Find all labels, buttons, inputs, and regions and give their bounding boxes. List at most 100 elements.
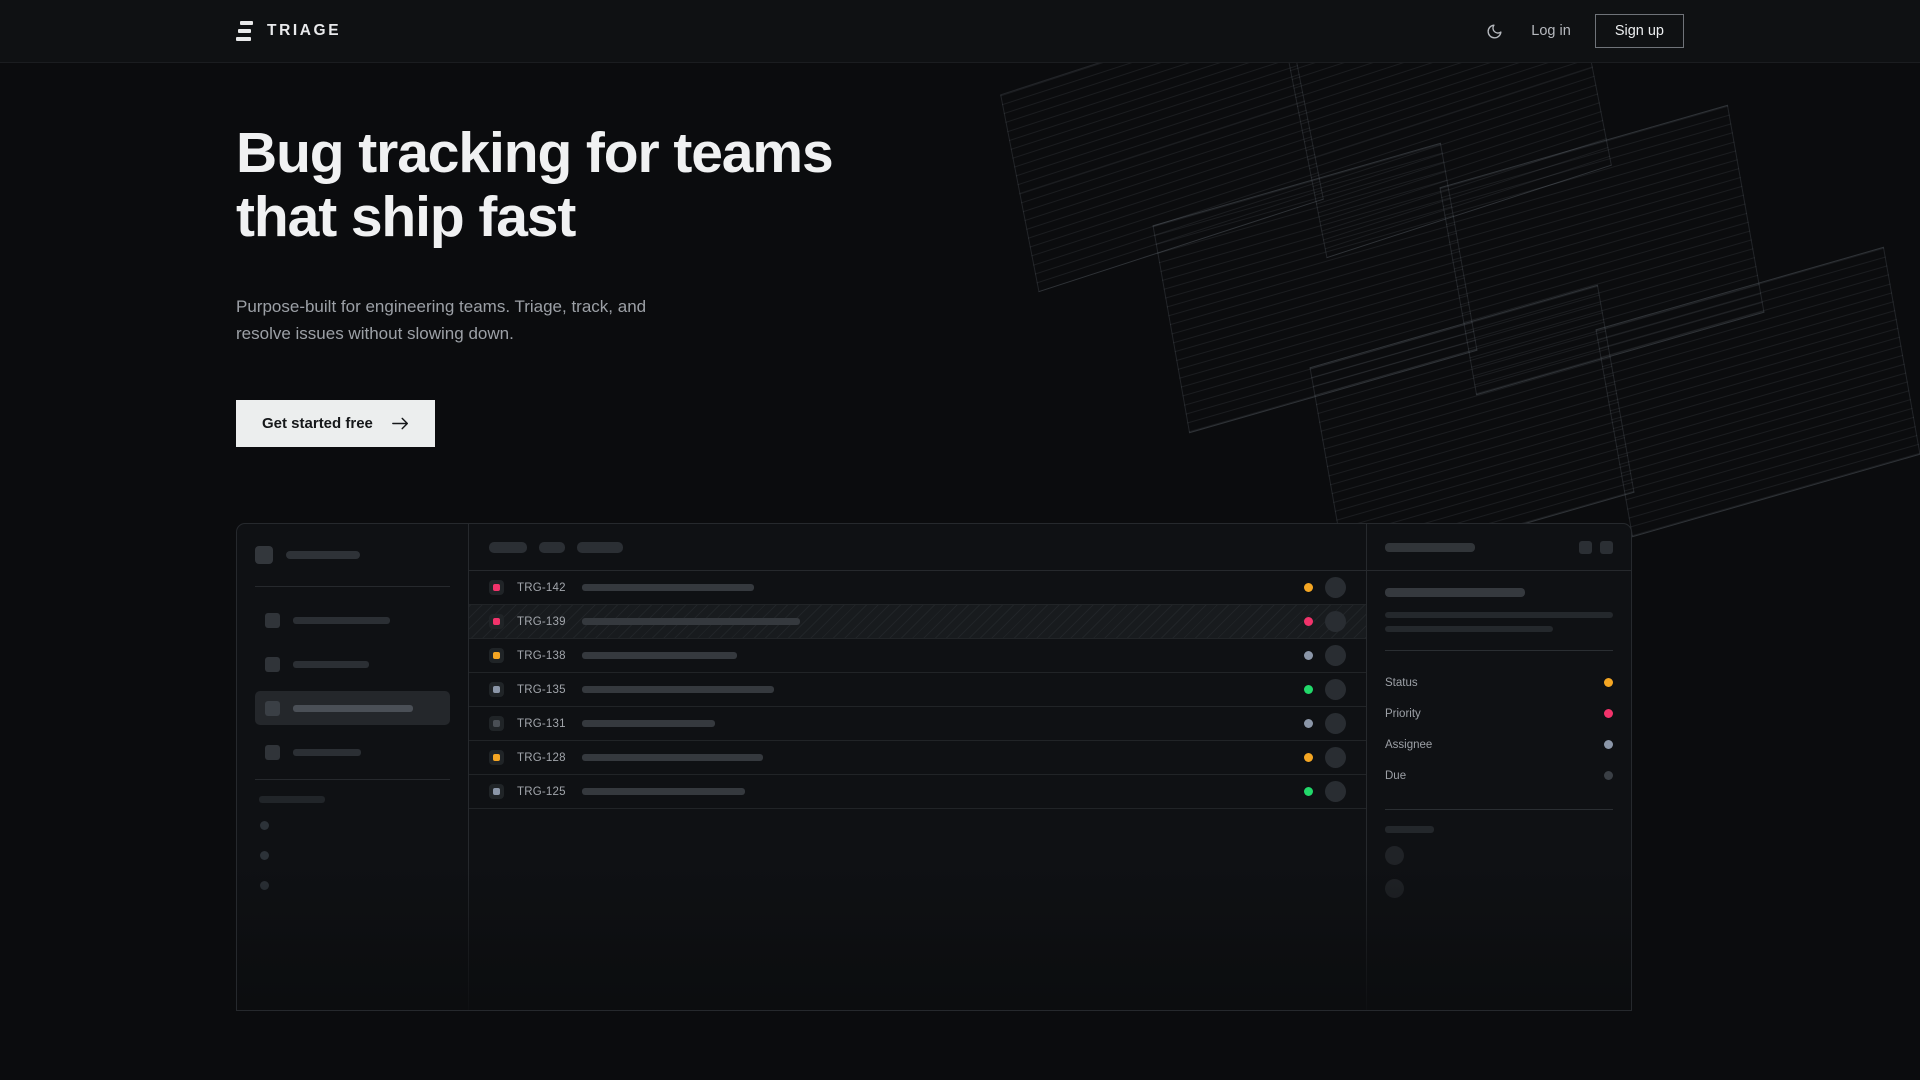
detail-text-line <box>1385 626 1553 632</box>
status-dot <box>1304 787 1313 796</box>
arrow-right-icon <box>392 417 408 430</box>
square-button-icon[interactable] <box>1600 540 1613 554</box>
issue-id: TRG-131 <box>517 717 566 730</box>
detail-divider <box>1385 809 1613 810</box>
priority-icon <box>489 784 504 799</box>
property-row-priority[interactable]: Priority <box>1385 698 1613 729</box>
detail-subtitle-placeholder <box>1385 588 1525 597</box>
status-dot <box>1304 617 1313 626</box>
issue-id: TRG-139 <box>517 615 566 628</box>
nav-item-icon <box>265 744 280 760</box>
nav-item-icon <box>265 656 280 672</box>
header-actions: Log in Sign up <box>1481 14 1684 48</box>
site-header: TRIAGE Log in Sign up <box>0 0 1920 63</box>
activity-avatar <box>1385 879 1404 898</box>
workspace-name-placeholder <box>286 551 360 559</box>
login-link[interactable]: Log in <box>1531 23 1571 39</box>
table-row[interactable]: TRG-128 <box>469 741 1366 775</box>
activity-list <box>1385 846 1613 898</box>
brand-logo[interactable]: TRIAGE <box>236 21 341 41</box>
issue-title-placeholder <box>582 686 774 693</box>
sidebar-project-dot[interactable] <box>260 821 269 830</box>
sidebar-nav-item-0[interactable] <box>255 603 450 637</box>
issue-id: TRG-125 <box>517 785 566 798</box>
property-label: Status <box>1385 676 1418 689</box>
activity-avatar <box>1385 846 1404 865</box>
get-started-button[interactable]: Get started free <box>236 399 435 447</box>
table-row[interactable]: TRG-142 <box>469 571 1366 605</box>
sidebar-nav-item-1[interactable] <box>255 647 450 681</box>
nav-item-label-placeholder <box>293 616 390 624</box>
priority-icon <box>489 580 504 595</box>
mock-sidebar-logo[interactable] <box>255 546 450 564</box>
issue-id: TRG-138 <box>517 649 566 662</box>
property-row-due[interactable]: Due <box>1385 760 1613 791</box>
property-label: Assignee <box>1385 738 1433 751</box>
list-toolbar-pill-1[interactable] <box>539 541 565 553</box>
hero-section: Bug tracking for teams that ship fast Pu… <box>236 121 834 447</box>
moon-icon[interactable] <box>1481 18 1507 44</box>
mock-sidebar-projects <box>255 821 450 890</box>
status-dot <box>1304 719 1313 728</box>
nav-item-icon <box>265 612 280 628</box>
decor-panel <box>1595 246 1920 538</box>
activity-label-placeholder <box>1385 826 1434 833</box>
issue-title-placeholder <box>582 584 754 591</box>
hero-subtext: Purpose-built for engineering teams. Tri… <box>236 296 647 344</box>
issue-title-placeholder <box>582 652 737 659</box>
square-button-icon[interactable] <box>1579 540 1592 554</box>
signup-button[interactable]: Sign up <box>1594 14 1684 48</box>
row-meta <box>1304 781 1346 802</box>
property-value-dot <box>1604 709 1613 718</box>
property-row-status[interactable]: Status <box>1385 667 1613 698</box>
avatar <box>1325 679 1346 700</box>
list-toolbar-pill-2[interactable] <box>577 541 623 553</box>
avatar <box>1325 713 1346 734</box>
decor-panel <box>1288 63 1612 259</box>
sidebar-project-dot[interactable] <box>260 851 269 860</box>
avatar <box>1325 611 1346 632</box>
detail-panel-header <box>1367 524 1631 571</box>
property-row-assignee[interactable]: Assignee <box>1385 729 1613 760</box>
sidebar-divider <box>255 779 450 780</box>
issue-id: TRG-135 <box>517 683 566 696</box>
table-row[interactable]: TRG-135 <box>469 673 1366 707</box>
priority-icon <box>489 648 504 663</box>
sidebar-divider <box>255 586 450 587</box>
decor-panel <box>1439 104 1765 396</box>
property-value-dot <box>1604 740 1613 749</box>
table-row[interactable]: TRG-138 <box>469 639 1366 673</box>
mock-sidebar-nav <box>255 603 450 769</box>
property-value-dot <box>1604 678 1613 687</box>
sidebar-nav-item-3[interactable] <box>255 735 450 769</box>
property-label: Due <box>1385 769 1407 782</box>
nav-item-label-placeholder <box>293 748 361 756</box>
row-meta <box>1304 679 1346 700</box>
issue-id: TRG-142 <box>517 581 566 594</box>
status-dot <box>1304 583 1313 592</box>
decor-panel <box>1000 63 1324 293</box>
sidebar-nav-item-2[interactable] <box>255 691 450 725</box>
avatar <box>1325 577 1346 598</box>
issue-title-placeholder <box>582 618 800 625</box>
detail-header-actions <box>1579 540 1613 554</box>
cta-label: Get started free <box>262 414 373 432</box>
table-row[interactable]: TRG-131 <box>469 707 1366 741</box>
list-toolbar-pill-0[interactable] <box>489 541 527 553</box>
sidebar-project-dot[interactable] <box>260 881 269 890</box>
priority-icon <box>489 682 504 697</box>
priority-icon <box>489 716 504 731</box>
nav-item-label-placeholder <box>293 704 413 712</box>
workspace-icon <box>255 546 273 564</box>
issue-title-placeholder <box>582 788 745 795</box>
table-row[interactable]: TRG-125 <box>469 775 1366 809</box>
decor-panel <box>1152 142 1478 434</box>
row-meta <box>1304 645 1346 666</box>
table-row[interactable]: TRG-139 <box>469 605 1366 639</box>
detail-divider <box>1385 650 1613 651</box>
stacked-bars-icon <box>236 21 253 41</box>
